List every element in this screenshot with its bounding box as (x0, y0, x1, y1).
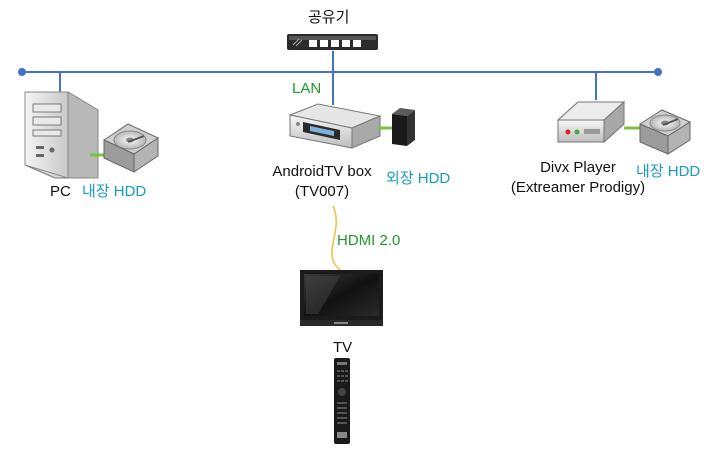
tv-label: TV (333, 339, 353, 356)
androidtv-label-line2: (TV007) (294, 183, 350, 200)
pc-hdd-icon (102, 123, 160, 173)
androidtv-label: AndroidTV box (TV007) (262, 163, 382, 200)
divx-label-line2: (Extreamer Prodigy) (510, 179, 646, 196)
hdmi-label: HDMI 2.0 (337, 232, 401, 249)
external-hdd-icon (392, 108, 415, 146)
androidtv-hdd-label: 외장 HDD (386, 170, 451, 187)
hdmi-cable (331, 205, 344, 273)
divx-label-line1: Divx Player (540, 159, 616, 176)
lan-label: LAN (292, 80, 322, 97)
media-player-icon (556, 100, 626, 144)
tv-icon (300, 270, 383, 326)
set-top-box-icon (288, 103, 382, 149)
divx-label: Divx Player (Extreamer Prodigy) (498, 159, 658, 196)
router-icon (287, 34, 378, 50)
divx-hdd-label: 내장 HDD (636, 163, 701, 180)
router-label: 공유기 (308, 9, 350, 26)
network-line (18, 51, 662, 105)
desktop-pc-icon (24, 91, 99, 179)
remote-control-icon (334, 358, 350, 444)
androidtv-label-line1: AndroidTV box (272, 163, 372, 180)
pc-hdd-label: 내장 HDD (82, 183, 147, 200)
pc-label: PC (50, 183, 71, 200)
divx-hdd-icon (638, 109, 692, 155)
